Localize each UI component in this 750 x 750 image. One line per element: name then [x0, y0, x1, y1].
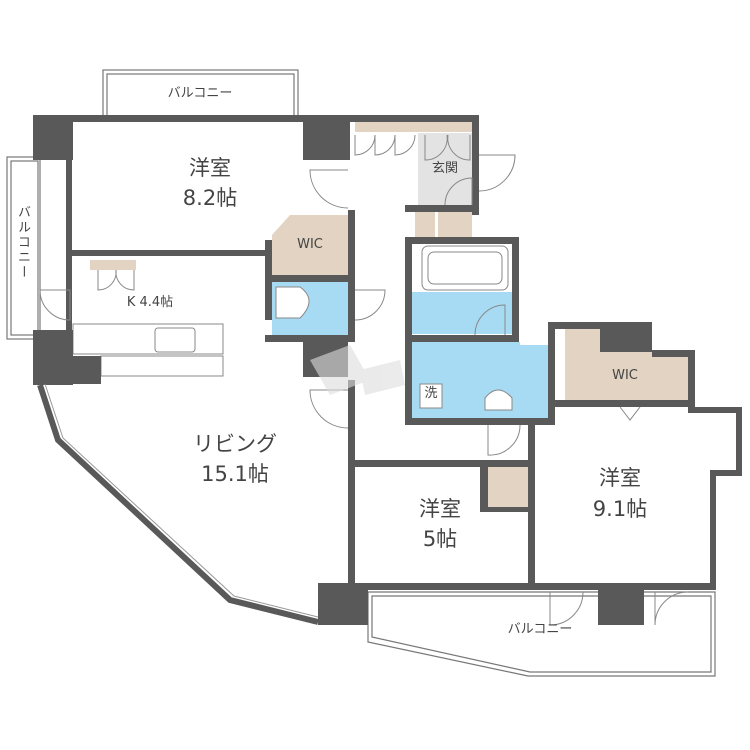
room-western-5-name: 洋室	[419, 497, 461, 521]
washer-label: 洗	[424, 386, 438, 401]
wic-right-label: WIC	[612, 368, 638, 383]
room-western-9-size: 9.1帖	[592, 497, 648, 521]
room-western-8-name: 洋室	[189, 156, 231, 180]
entrance-label: 玄関	[431, 161, 458, 176]
balcony-top-label: バルコニー	[167, 86, 233, 101]
room-western-8-size: 8.2帖	[182, 186, 238, 210]
wet-areas	[272, 282, 548, 418]
wic-left-label: WIC	[297, 237, 323, 252]
room-kitchen-label: K 4.4帖	[126, 295, 174, 310]
watermark-logo	[310, 345, 405, 395]
entrance-floor	[418, 133, 472, 205]
storage-areas	[90, 122, 688, 508]
room-living-size: 15.1帖	[201, 462, 269, 486]
balcony-left-label: バルコニー	[14, 205, 30, 280]
door-swings	[39, 134, 689, 626]
living-window-wall	[37, 384, 319, 625]
room-western-5-size: 5帖	[422, 527, 458, 551]
room-living-name: リビング	[193, 432, 277, 456]
balcony-bottom-label: バルコニー	[507, 622, 573, 637]
room-western-9-name: 洋室	[599, 466, 641, 490]
walls	[33, 115, 742, 625]
